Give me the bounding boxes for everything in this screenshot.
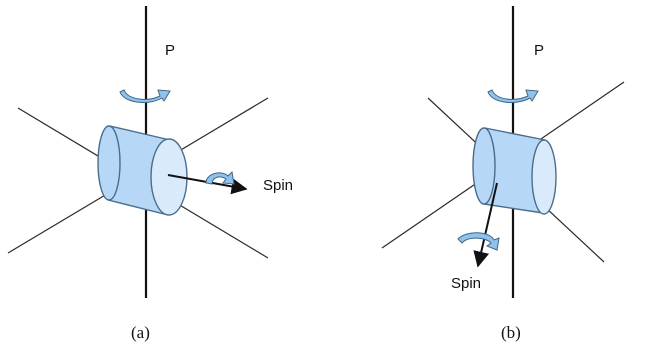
panel-b-caption: (b): [501, 323, 521, 342]
panel-b-spin-arrow-icon: [473, 182, 498, 268]
panel-a-cylinder: [97, 125, 188, 216]
panel-b-axis-label: P: [534, 42, 544, 59]
panel-b-axis-rotation-icon: [487, 89, 539, 104]
panel-b-cylinder: [472, 127, 557, 215]
panel-a-axis-rotation-icon: [119, 89, 171, 104]
panel-b-spin-label: Spin: [451, 275, 481, 292]
panel-a: P Spin (a): [7, 6, 293, 342]
panel-a-spin-rotation-icon: [205, 170, 235, 185]
panel-b-spin-rotation-icon: [457, 232, 500, 251]
panel-a-axis-label: P: [165, 42, 175, 59]
panel-b: P Spin (b): [381, 6, 625, 342]
panel-a-spin-label: Spin: [263, 177, 293, 194]
panel-a-caption: (a): [131, 323, 150, 342]
